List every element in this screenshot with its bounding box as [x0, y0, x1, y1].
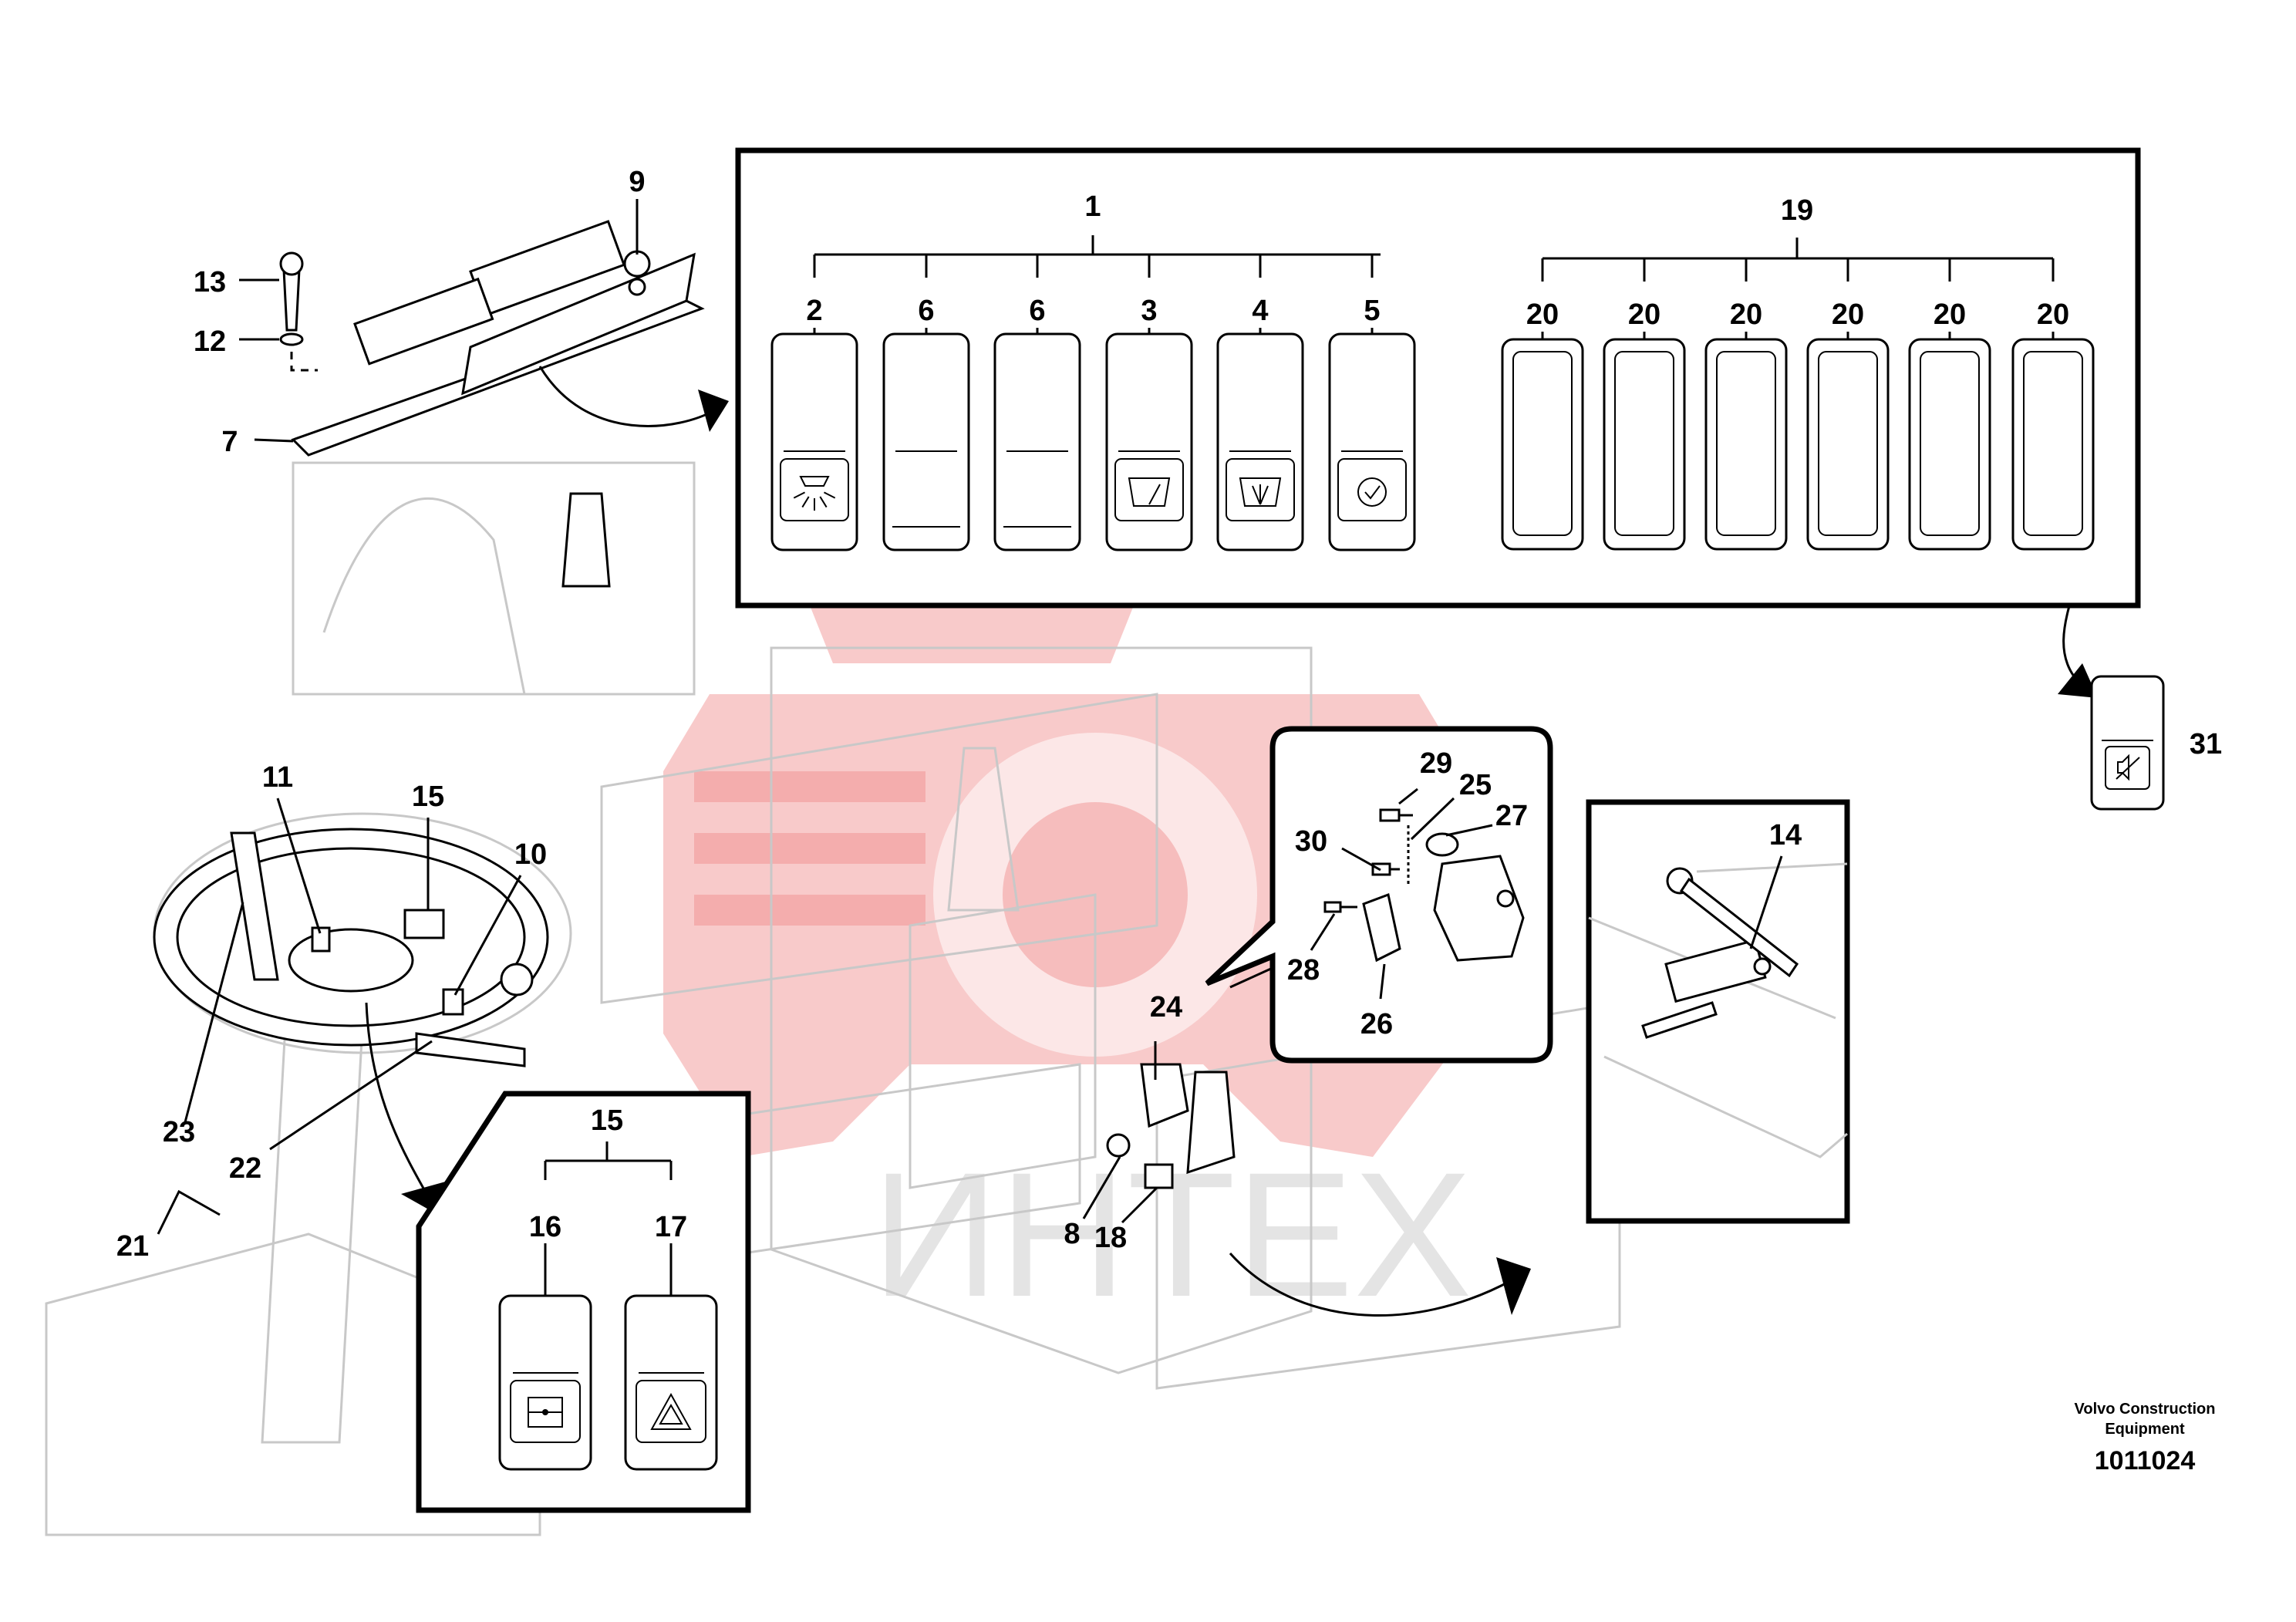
steering-wheel-assembly	[153, 828, 549, 1067]
work-light-icon	[793, 476, 836, 511]
callout-25: 25	[1459, 769, 1492, 801]
hazard-icon	[650, 1392, 692, 1430]
callout-left-4-4: 4	[1252, 295, 1268, 327]
leader-lines	[157, 199, 2163, 1235]
switch-17	[624, 1294, 718, 1471]
switch-right-0	[1501, 338, 1584, 551]
callout-22: 22	[229, 1152, 261, 1185]
switch-console-assembly	[279, 220, 705, 588]
callout-left-6-1: 6	[918, 295, 934, 327]
switch-left-2	[993, 332, 1081, 551]
callout-24: 24	[1150, 991, 1182, 1023]
callout-left-2-0: 2	[806, 295, 822, 327]
panel-lever-frame	[1205, 726, 1553, 1064]
callout-9: 9	[629, 166, 645, 198]
callout-11: 11	[262, 761, 293, 794]
callout-27: 27	[1495, 800, 1528, 832]
callout-left-5-5: 5	[1364, 295, 1380, 327]
switch-left-4	[1216, 332, 1304, 551]
panel-main-brackets	[813, 235, 2055, 282]
callout-left-3-3: 3	[1141, 295, 1157, 327]
callout-right-20-0: 20	[1526, 298, 1559, 331]
sensor-detail-parts	[1588, 862, 1848, 1158]
switch-left-0	[770, 332, 858, 551]
switch-31	[2090, 675, 2165, 811]
switch-right-5	[2011, 338, 2095, 551]
wiper-icon	[1128, 477, 1171, 507]
callout-29: 29	[1420, 747, 1452, 780]
callout-15: 15	[412, 781, 444, 813]
callout-right-20-2: 20	[1730, 298, 1762, 331]
switch-right-2	[1704, 338, 1788, 551]
callout-12: 12	[194, 325, 226, 358]
switch-right-4	[1908, 338, 1991, 551]
panel-hazard-brackets	[544, 1141, 673, 1180]
credit-line-1: Volvo Construction	[2075, 1401, 2216, 1418]
callout-right-20-1: 20	[1628, 298, 1660, 331]
callout-14: 14	[1769, 819, 1802, 851]
callout-30: 30	[1295, 825, 1327, 858]
switch-16	[498, 1294, 592, 1471]
callout-7: 7	[221, 426, 238, 458]
callout-21: 21	[116, 1230, 149, 1263]
callout-right-20-4: 20	[1934, 298, 1966, 331]
callout-8: 8	[1064, 1218, 1080, 1250]
callout-17: 17	[655, 1211, 687, 1243]
check-icon	[1357, 477, 1387, 507]
buzzer-mute-icon	[2116, 754, 2140, 781]
switch-left-5	[1328, 332, 1416, 551]
callout-31: 31	[2190, 728, 2222, 760]
panel-sensor-frame	[1586, 799, 1850, 1224]
lever-detail-parts	[1323, 808, 1525, 963]
callout-10: 10	[514, 838, 547, 871]
flow-arrows	[365, 366, 2098, 1317]
switch-left-1	[882, 332, 970, 551]
callout-19: 19	[1781, 194, 1813, 227]
callout-right-20-5: 20	[2037, 298, 2069, 331]
parking-brake-icon	[528, 1397, 563, 1428]
washer-icon	[1239, 477, 1282, 507]
callout-13: 13	[194, 266, 226, 298]
left-switch-group: 2 6 6 3 4 5	[770, 295, 1416, 551]
lever-bracket-assembly	[1106, 1063, 1236, 1189]
callout-15-detail: 15	[591, 1104, 623, 1137]
switch-left-3	[1105, 332, 1193, 551]
callout-23: 23	[163, 1116, 195, 1148]
callout-16: 16	[529, 1211, 561, 1243]
panel-main-frame	[735, 147, 2141, 609]
drawing-number: 1011024	[2095, 1446, 2196, 1475]
callout-28: 28	[1287, 954, 1320, 986]
callout-1: 1	[1084, 191, 1101, 223]
switch-right-1	[1603, 338, 1686, 551]
switch-right-3	[1806, 338, 1890, 551]
callout-18: 18	[1094, 1222, 1127, 1254]
credit-line-2: Equipment	[2105, 1421, 2185, 1438]
right-switch-group: 20 20 20 20 20 20	[1501, 298, 2095, 551]
callout-26: 26	[1360, 1008, 1393, 1040]
callout-right-20-3: 20	[1832, 298, 1864, 331]
callout-left-6-2: 6	[1029, 295, 1045, 327]
